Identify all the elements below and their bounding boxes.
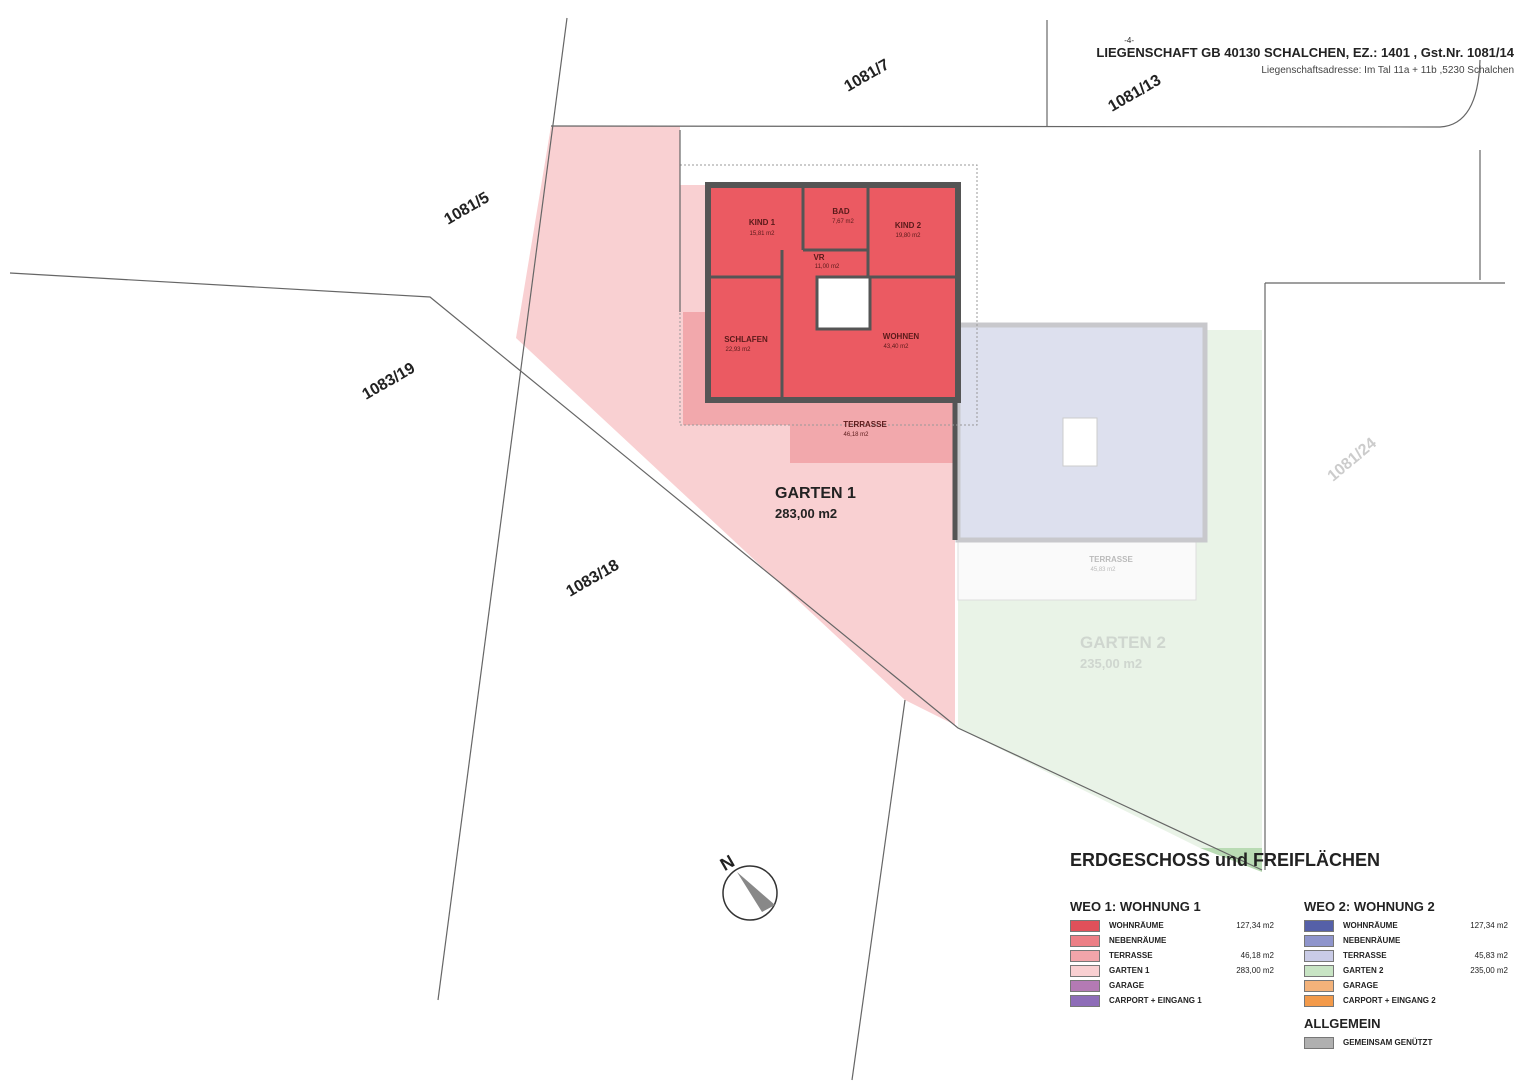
legend-swatch	[1304, 949, 1334, 962]
legend-swatch	[1304, 919, 1334, 932]
room-name: KIND 1	[749, 218, 776, 227]
legend-value: 45,83 m2	[1474, 951, 1508, 960]
room-area: 15,81 m2	[749, 231, 775, 237]
legend-item: CARPORT + EINGANG 2	[1304, 993, 1508, 1008]
room-name: SCHLAFEN	[724, 335, 768, 344]
legend-item: GARAGE	[1070, 978, 1274, 993]
legend-group-1: WEO 1: WOHNUNG 1 WOHNRÄUME 127,34 m2 NEBENR…	[1070, 899, 1274, 1050]
legend-label: GARTEN 2	[1343, 966, 1384, 975]
parcel-label: 1081/7	[842, 56, 893, 95]
legend-label: NEBENRÄUME	[1343, 936, 1401, 945]
legend-heading: ALLGEMEIN	[1304, 1016, 1381, 1031]
legend-item: GARTEN 1 283,00 m2	[1070, 963, 1274, 978]
garden-1-area-label: 283,00 m2	[775, 506, 837, 521]
legend-label: TERRASSE	[1109, 951, 1153, 960]
legend-swatch	[1070, 994, 1100, 1007]
room-area: 45,83 m2	[1090, 567, 1116, 573]
room-area: 7,67 m2	[832, 219, 854, 225]
garden-1-name: GARTEN 1	[775, 485, 856, 502]
legend-item: TERRASSE 45,83 m2	[1304, 948, 1508, 963]
parcel-label: 1081/13	[1106, 72, 1165, 116]
room-name: TERRASSE	[1089, 555, 1133, 564]
parcel-label: 1083/19	[360, 360, 419, 404]
header: -4- LIEGENSCHAFT GB 40130 SCHALCHEN, EZ.…	[1096, 36, 1514, 76]
legend-group-2: WEO 2: WOHNUNG 2 WOHNRÄUME 127,34 m2 NEBENR…	[1304, 899, 1508, 1050]
legend-label: WOHNRÄUME	[1109, 921, 1164, 930]
legend-heading: WEO 2: WOHNUNG 2	[1304, 899, 1435, 914]
room-area: 19,80 m2	[895, 233, 921, 239]
legend-item: WOHNRÄUME 127,34 m2	[1304, 918, 1508, 933]
legend-heading: WEO 1: WOHNUNG 1	[1070, 899, 1201, 914]
legend-swatch	[1304, 994, 1334, 1007]
stair-1	[815, 275, 872, 331]
garden-2-name: GARTEN 2	[1080, 633, 1166, 652]
room-name: VR	[813, 253, 824, 262]
legend-item: NEBENRÄUME	[1304, 933, 1508, 948]
legend-swatch	[1070, 949, 1100, 962]
property-title: LIEGENSCHAFT GB 40130 SCHALCHEN, EZ.: 14…	[1096, 45, 1514, 60]
legend-item: WOHNRÄUME 127,34 m2	[1070, 918, 1274, 933]
legend-title: ERDGESCHOSS und FREIFLÄCHEN	[1070, 850, 1381, 870]
legend-label: GARAGE	[1343, 981, 1379, 990]
room-area: 43,40 m2	[883, 344, 909, 350]
legend-swatch	[1304, 964, 1334, 977]
north-arrow-icon: N	[717, 851, 778, 921]
legend-swatch	[1070, 964, 1100, 977]
room-area: 11,00 m2	[815, 264, 840, 270]
legend-swatch	[1070, 979, 1100, 992]
interior-walls	[710, 188, 955, 398]
legend-value: 127,34 m2	[1470, 921, 1508, 930]
parcel-boundaries	[9, 17, 1505, 1081]
legend: ERDGESCHOSS und FREIFLÄCHEN WEO 1: WOHNU…	[1070, 850, 1520, 1050]
legend-label: GARTEN 1	[1109, 966, 1150, 975]
legend-swatch	[1070, 934, 1100, 947]
legend-swatch	[1070, 919, 1100, 932]
stair-2	[1062, 417, 1098, 467]
parcel-label: 1083/18	[564, 557, 623, 601]
legend-value: 46,18 m2	[1240, 951, 1274, 960]
room-name: WOHNEN	[883, 332, 920, 341]
legend-label: TERRASSE	[1343, 951, 1387, 960]
legend-label: GARAGE	[1109, 981, 1145, 990]
room-name: KIND 2	[895, 221, 922, 230]
legend-item: NEBENRÄUME	[1070, 933, 1274, 948]
room-name: TERRASSE	[843, 420, 887, 429]
legend-value: 127,34 m2	[1236, 921, 1274, 930]
legend-swatch	[1304, 934, 1334, 947]
legend-item: GARAGE	[1304, 978, 1508, 993]
page-mark: -4-	[1124, 36, 1134, 45]
legend-item: GARTEN 2 235,00 m2	[1304, 963, 1508, 978]
room-name: BAD	[832, 207, 850, 216]
room-area: 22,93 m2	[725, 347, 751, 353]
legend-value: 283,00 m2	[1236, 966, 1274, 975]
legend-item: CARPORT + EINGANG 1	[1070, 993, 1274, 1008]
legend-label: CARPORT + EINGANG 1	[1109, 996, 1202, 1005]
legend-label: CARPORT + EINGANG 2	[1343, 996, 1436, 1005]
legend-label: WOHNRÄUME	[1343, 921, 1398, 930]
legend-item: GEMEINSAM GENÜTZT	[1304, 1035, 1508, 1050]
legend-item: TERRASSE 46,18 m2	[1070, 948, 1274, 963]
garden-2-area-label: 235,00 m2	[1080, 656, 1142, 671]
legend-swatch	[1304, 979, 1334, 992]
property-address: Liegenschaftsadresse: Im Tal 11a + 11b ,…	[1261, 65, 1514, 76]
room-area: 46,18 m2	[843, 432, 869, 438]
legend-value: 235,00 m2	[1470, 966, 1508, 975]
legend-swatch	[1304, 1036, 1334, 1049]
parcel-label: 1081/5	[442, 189, 493, 228]
parcel-label: 1081/24	[1325, 435, 1380, 485]
legend-label: NEBENRÄUME	[1109, 936, 1167, 945]
terrace-2	[957, 539, 1197, 601]
garden-2-strip	[1200, 848, 1262, 872]
legend-label: GEMEINSAM GENÜTZT	[1343, 1038, 1433, 1047]
